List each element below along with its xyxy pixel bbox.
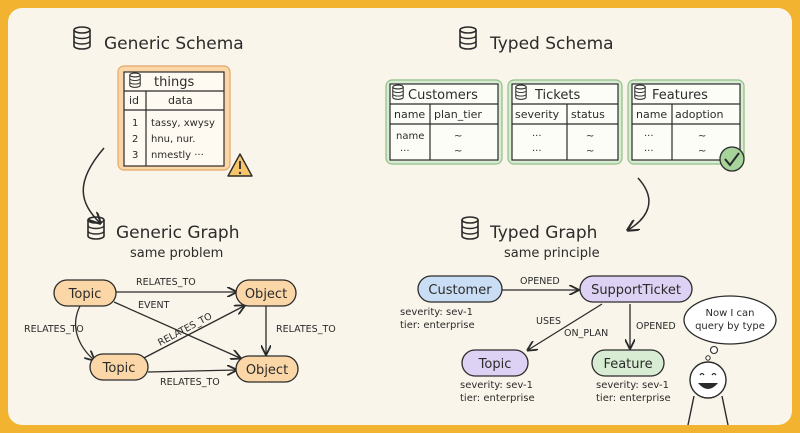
node-topic: Topic	[461, 349, 529, 377]
node-property: tier: enterprise	[400, 320, 475, 331]
table-cell: 1	[132, 118, 138, 129]
column-header: name	[394, 108, 425, 121]
node-property: severity: sev-1	[460, 380, 533, 391]
node-object: Object	[235, 355, 299, 383]
flow-arrow	[82, 147, 105, 223]
bubble-line: Now I can	[705, 308, 754, 319]
database-icon	[461, 216, 479, 240]
diagram-canvas: Generic Schema things id data 1 tassy, x…	[8, 8, 792, 425]
typed-schema-title: Typed Schema	[489, 34, 614, 54]
svg-text:Object: Object	[246, 363, 288, 378]
edge-label: EVENT	[138, 300, 170, 311]
bubble-line: query by type	[695, 321, 765, 332]
table-cell: tassy, xwysy	[151, 118, 215, 129]
node-property: severity: sev-1	[400, 307, 473, 318]
svg-text:SupportTicket: SupportTicket	[591, 283, 681, 298]
typed-graph-title: Typed Graph	[489, 223, 597, 243]
table-cell: ~	[698, 131, 706, 142]
column-header: name	[636, 108, 667, 121]
edge-label: OPENED	[636, 321, 676, 332]
table-cell: ~	[586, 131, 594, 142]
table-cell: ···	[644, 131, 654, 142]
table-cell: 2	[132, 134, 138, 145]
table-cell: nmestly ···	[151, 150, 204, 161]
table-cell: ~	[454, 131, 462, 142]
warning-icon	[227, 153, 253, 177]
table-cell: ···	[532, 131, 542, 142]
column-header: data	[168, 94, 193, 107]
table-name: Features	[652, 88, 708, 103]
happy-person-icon	[687, 361, 729, 425]
node-feature: Feature	[591, 349, 665, 377]
edge	[74, 305, 94, 360]
table-cell: ~	[586, 146, 594, 157]
table-cell: ···	[532, 146, 542, 157]
database-icon	[73, 26, 91, 50]
table-cell: hnu, nur.	[151, 134, 195, 145]
table-cell: ···	[644, 146, 654, 157]
table-cell: ~	[698, 146, 706, 157]
svg-text:Object: Object	[245, 287, 287, 302]
edge	[528, 303, 603, 350]
customers-table: Customers name plan_tier name ~ ··· ~	[385, 79, 503, 165]
table-cell: ~	[454, 146, 462, 157]
checkmark-icon	[719, 146, 745, 172]
node-topic: Topic	[53, 279, 117, 307]
generic-graph-title: Generic Graph	[116, 223, 239, 243]
database-icon	[459, 26, 477, 50]
generic-graph-subtitle: same problem	[130, 246, 223, 261]
column-header: plan_tier	[434, 108, 482, 121]
generic-schema-title: Generic Schema	[104, 34, 244, 54]
edge-label: USES	[536, 316, 561, 327]
typed-graph-subtitle: same principle	[504, 246, 600, 261]
edge-label: OPENED	[520, 276, 560, 287]
node-property: tier: enterprise	[460, 393, 535, 404]
edge-label: RELATES_TO	[24, 324, 84, 335]
edge-label: RELATES_TO	[136, 277, 196, 288]
edge-label: RELATES_TO	[160, 377, 220, 388]
database-icon	[87, 216, 105, 240]
flow-arrow	[628, 177, 650, 230]
table-name: things	[154, 75, 194, 90]
column-header: id	[129, 94, 139, 107]
edge	[139, 306, 244, 361]
table-name: Tickets	[534, 88, 580, 103]
column-header: severity	[515, 108, 560, 121]
column-header: status	[571, 108, 605, 121]
edge	[147, 370, 236, 372]
edge	[113, 301, 240, 358]
table-name: Customers	[408, 88, 478, 103]
things-table: things id data 1 tassy, xwysy 2 hnu, nur…	[117, 65, 231, 171]
svg-text:Topic: Topic	[478, 357, 512, 372]
thought-bubble: Now I can query by type	[683, 295, 777, 361]
table-cell: 3	[132, 150, 138, 161]
features-table: Features name adoption ··· ~ ··· ~	[627, 79, 745, 165]
node-topic: Topic	[89, 353, 149, 381]
table-cell: ···	[400, 146, 410, 157]
svg-text:Feature: Feature	[603, 357, 652, 372]
node-property: tier: enterprise	[596, 393, 671, 404]
edge-label: RELATES_TO	[276, 324, 336, 335]
table-cell: name	[396, 131, 424, 142]
edge-label: ON_PLAN	[564, 328, 608, 339]
node-customer: Customer	[417, 275, 503, 303]
svg-text:Topic: Topic	[102, 361, 136, 376]
tickets-table: Tickets severity status ··· ~ ··· ~	[507, 79, 623, 165]
svg-text:Topic: Topic	[68, 287, 102, 302]
column-header: adoption	[675, 108, 724, 121]
node-property: severity: sev-1	[596, 380, 669, 391]
svg-text:Customer: Customer	[428, 283, 492, 298]
node-object: Object	[235, 279, 297, 307]
node-support-ticket: SupportTicket	[579, 275, 693, 303]
